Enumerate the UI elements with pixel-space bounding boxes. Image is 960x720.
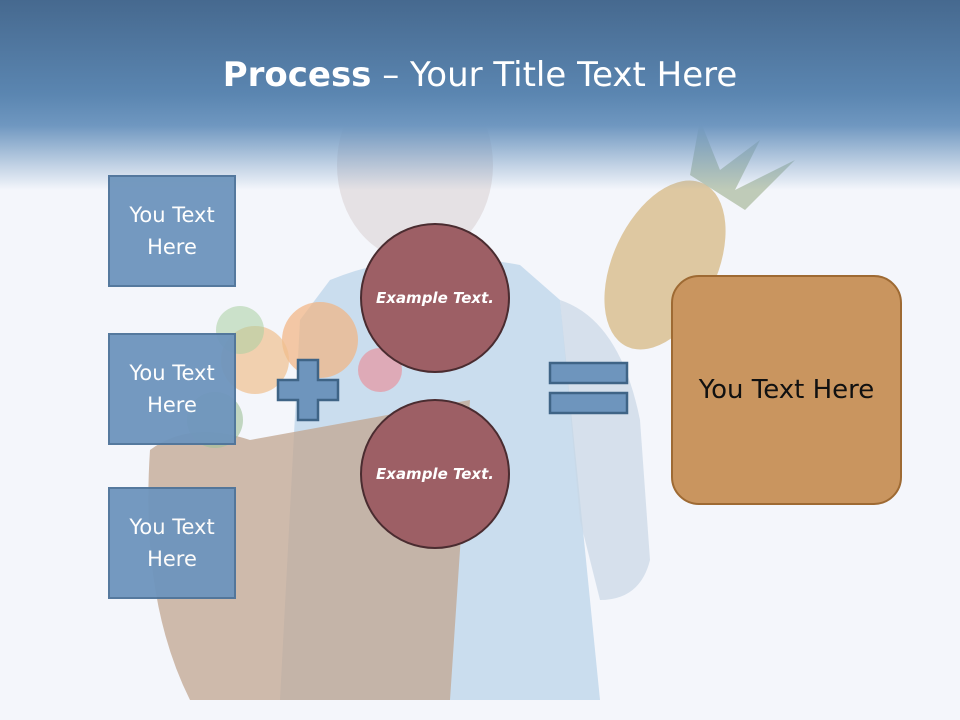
plus-icon: [276, 358, 340, 422]
title-bold: Process: [222, 55, 372, 95]
title-bar: [0, 0, 960, 190]
equals-icon: [548, 361, 629, 415]
result-box: You Text Here: [671, 275, 902, 505]
example-circle-1: Example Text.: [360, 223, 510, 373]
text-box-3: You Text Here: [108, 487, 236, 599]
example-circle-2: Example Text.: [360, 399, 510, 549]
title-rest: – Your Title Text Here: [371, 55, 738, 95]
text-box-1: You Text Here: [108, 175, 236, 287]
slide-title: Process – Your Title Text Here: [0, 52, 960, 98]
text-box-2: You Text Here: [108, 333, 236, 445]
